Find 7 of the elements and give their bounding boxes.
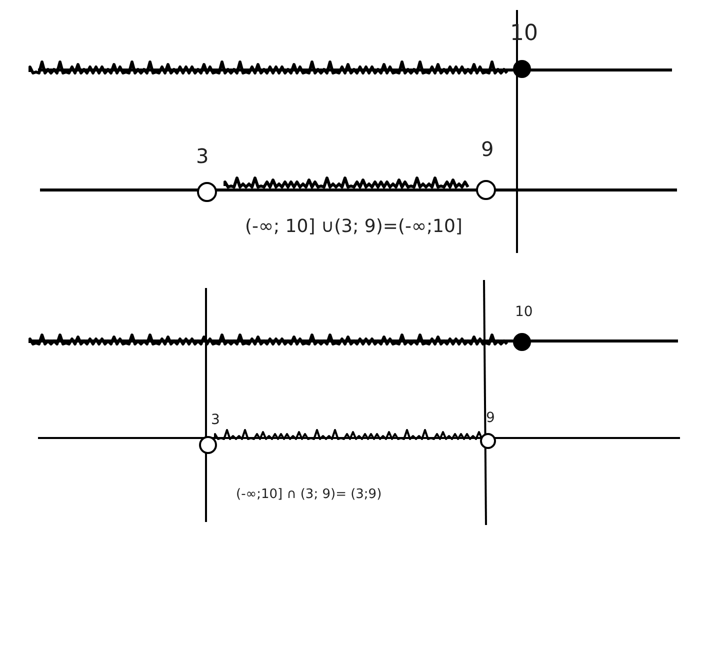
number-label: 3 xyxy=(211,413,220,428)
formula-text: (-∞; 10] ∪(3; 9)=(-∞;10] xyxy=(245,217,462,237)
number-label: 3 xyxy=(196,145,209,167)
number-label: 9 xyxy=(486,411,495,426)
number-label: 9 xyxy=(481,138,494,160)
number-label: 10 xyxy=(515,305,533,320)
formula-text: (-∞;10] ∩ (3; 9)= (3;9) xyxy=(236,488,382,502)
